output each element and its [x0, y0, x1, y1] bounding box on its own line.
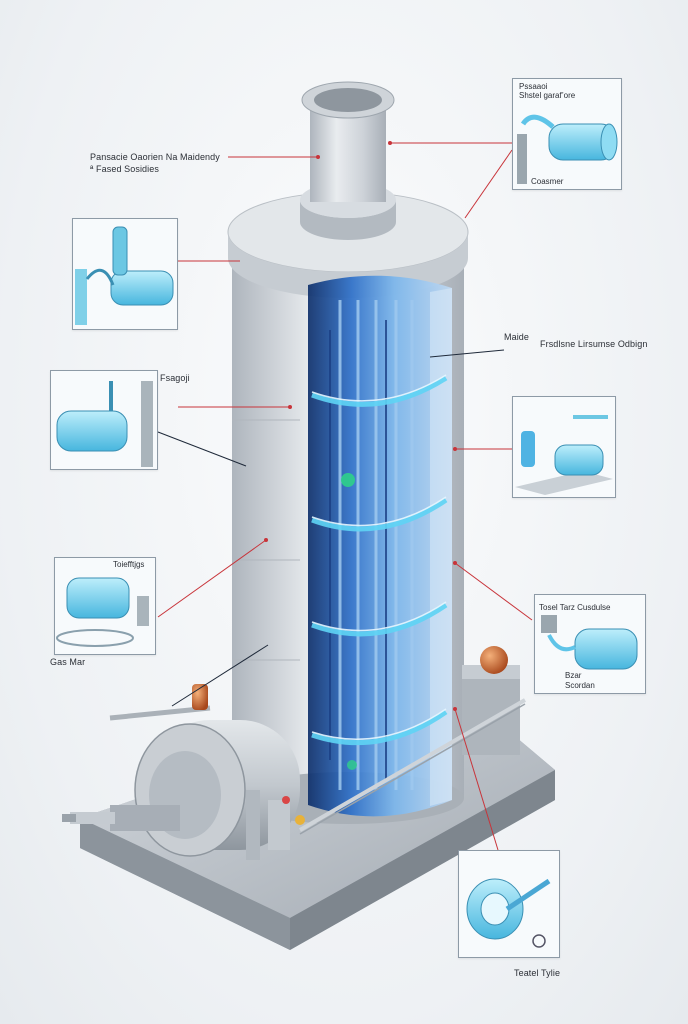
label-bottom-right: Teatel Tylie: [514, 968, 561, 978]
side-equipment: [246, 646, 527, 860]
leader-lines: [157, 142, 533, 851]
label-gas-mar: Gas Mar: [50, 657, 86, 667]
filter-unit-illustration: [515, 415, 613, 495]
inset-left-1: [72, 218, 178, 330]
turbine-illustration: [541, 615, 638, 670]
label-mid-left: Fsagoji: [160, 373, 190, 383]
label-mid-right-1: Maide: [504, 332, 530, 342]
label-top-left-1: Pansacie Oaorien Na Maidendy: [90, 152, 220, 162]
compressor-illustration: [75, 226, 174, 325]
inset-bottom-right: [458, 850, 560, 958]
leader-dots: [264, 141, 457, 711]
inset-left-2: [50, 370, 158, 470]
inset-right-1: [512, 396, 616, 498]
blower-illustration: [56, 381, 153, 467]
chimney-stack: [300, 81, 396, 240]
label-top-left-2: ª Fased Sosidies: [90, 164, 159, 174]
inset-right-caption-2: Scordan: [565, 681, 595, 690]
glass-cutaway: [308, 275, 452, 817]
inset-right-2: Tosel Tarz Cusdulse Bzar Scordan: [534, 594, 646, 694]
inset-small-title: Toiefftjgs: [113, 560, 145, 569]
pump-illustration: [517, 114, 618, 184]
inset-title-2: Shstel garaf’ore: [519, 91, 576, 100]
inset-right-title: Tosel Tarz Cusdulse: [539, 603, 611, 612]
motor-illustration: [56, 577, 149, 647]
label-mid-right-2: Frsdlsne Lirsumse Odbign: [540, 339, 648, 349]
fan-illustration: [466, 878, 551, 948]
inset-right-caption-1: Bzar: [565, 671, 582, 680]
inset-left-3: Toiefftjgs: [54, 557, 156, 655]
inset-top-right: Pssaaoi Shstel garaf’ore Coasmer: [512, 78, 622, 190]
inset-caption: Coasmer: [531, 177, 564, 186]
inset-title-1: Pssaaoi: [519, 82, 548, 91]
